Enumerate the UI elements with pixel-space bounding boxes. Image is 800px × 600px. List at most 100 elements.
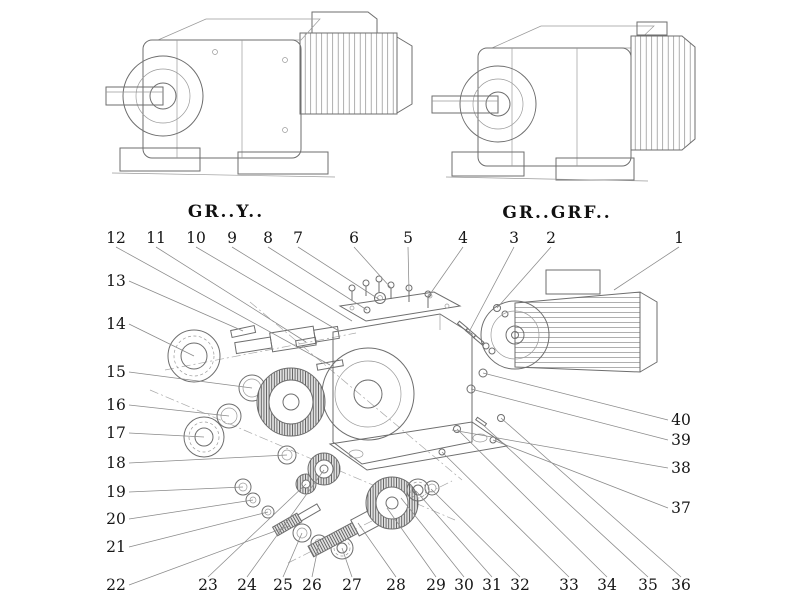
part-number-39: 39	[671, 431, 691, 449]
part-number-21: 21	[106, 538, 126, 556]
vent-plug	[363, 306, 371, 314]
part-number-34: 34	[597, 576, 617, 594]
roller-bearing	[183, 416, 225, 458]
circlip	[424, 480, 440, 496]
motor-flange	[480, 300, 550, 370]
gearbox-top-face	[491, 25, 655, 49]
part-number-23: 23	[198, 576, 218, 594]
part-number-33: 33	[559, 576, 579, 594]
compact-motor-block	[630, 35, 696, 151]
leader-line-part-26	[311, 542, 320, 578]
part-number-29: 29	[426, 576, 446, 594]
eye-bolt	[374, 292, 386, 304]
leader-line-part-31	[415, 490, 493, 578]
part-number-26: 26	[302, 576, 322, 594]
part-number-30: 30	[454, 576, 474, 594]
shaft-key	[230, 324, 257, 339]
leader-line-part-39	[470, 388, 669, 441]
leader-line-part-3	[468, 246, 515, 333]
leader-line-part-1	[613, 246, 680, 291]
output-shaft	[105, 86, 164, 106]
output-flange	[122, 55, 204, 137]
circlip	[261, 505, 275, 519]
variant-label-gr-y: GR..Y..	[187, 202, 265, 222]
motor-terminal-box	[636, 21, 668, 36]
motor-body	[514, 291, 641, 373]
exploded-view	[149, 269, 658, 564]
part-number-12: 12	[106, 229, 126, 247]
part-number-5: 5	[403, 229, 413, 247]
leader-line-part-21	[128, 511, 269, 548]
helical-gear-large	[256, 367, 326, 437]
output-flange	[459, 65, 537, 143]
part-number-19: 19	[106, 483, 126, 501]
leader-line-part-32	[430, 488, 521, 578]
leader-line-part-23	[207, 483, 307, 578]
leader-line-part-22	[128, 525, 290, 586]
mounting-foot	[119, 147, 201, 172]
part-number-17: 17	[106, 424, 126, 442]
part-number-35: 35	[638, 576, 658, 594]
leader-line-part-27	[341, 547, 353, 578]
plug-screw	[453, 425, 461, 433]
inspection-cover	[338, 291, 462, 322]
leader-line-part-11	[155, 246, 307, 343]
input-shaft	[234, 325, 340, 355]
leader-line-part-5	[407, 246, 410, 292]
output-shaft	[431, 95, 499, 114]
leader-line-part-12	[115, 246, 331, 366]
leader-line-part-35	[480, 422, 649, 578]
leader-line-part-18	[128, 454, 288, 464]
cover-bolt	[348, 284, 356, 301]
exploded-motor	[480, 269, 658, 373]
mounting-foot	[237, 151, 329, 175]
part-number-1: 1	[674, 229, 684, 247]
part-number-25: 25	[273, 576, 293, 594]
leader-line-part-38	[451, 429, 669, 469]
exploded-bearings-and-gear	[167, 329, 326, 519]
part-number-4: 4	[458, 229, 468, 247]
part-number-8: 8	[263, 229, 273, 247]
leader-line-part-13	[128, 280, 244, 332]
exploded-input-shaft-parts	[230, 324, 344, 371]
exploded-gearbox-housing	[321, 313, 509, 471]
leader-line-part-28	[357, 522, 397, 578]
exploded-top-cover-and-bolts	[338, 275, 462, 322]
washer	[245, 492, 261, 508]
leader-line-part-2	[496, 246, 552, 309]
part-number-16: 16	[106, 396, 126, 414]
base-bolt	[438, 448, 446, 456]
housing-base-plate	[328, 421, 509, 471]
leader-line-part-9	[231, 246, 353, 322]
part-number-11: 11	[146, 229, 166, 247]
cover-bolt	[375, 275, 383, 292]
part-number-3: 3	[509, 229, 519, 247]
part-number-38: 38	[671, 459, 691, 477]
seal-ring	[216, 403, 242, 429]
leader-line-part-14	[128, 323, 195, 357]
leader-line-part-19	[128, 486, 244, 493]
gearbox-housing	[142, 39, 302, 159]
cover-bolt	[362, 279, 370, 296]
leader-line-part-4	[427, 246, 464, 298]
stud-bolt	[475, 416, 488, 427]
leader-line-part-24	[246, 469, 325, 578]
washer	[292, 523, 312, 543]
leader-line-part-25	[282, 532, 303, 578]
mounting-foot	[555, 157, 635, 181]
leader-line-part-20	[128, 499, 254, 520]
leader-line-part-16	[128, 404, 230, 417]
output-gear-large	[365, 476, 419, 530]
leader-line-part-17	[128, 432, 205, 438]
motor-terminal-box	[545, 269, 601, 295]
leader-line-part-7	[297, 246, 381, 301]
plug-screw	[466, 384, 476, 394]
part-number-14: 14	[106, 315, 126, 333]
leader-line-part-33	[441, 451, 570, 578]
part-number-40: 40	[671, 411, 691, 429]
washer	[501, 310, 509, 318]
part-number-37: 37	[671, 499, 691, 517]
leader-line-part-8	[267, 246, 368, 311]
